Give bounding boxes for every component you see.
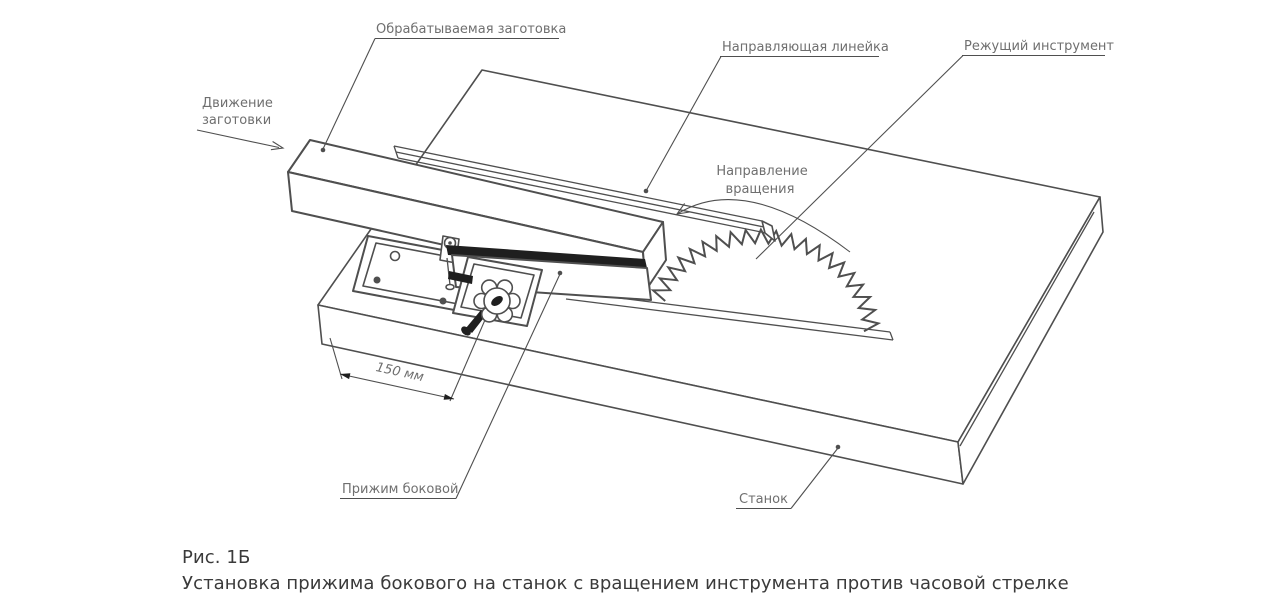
side-clamp-leader: [455, 273, 561, 499]
plate-hole: [389, 250, 401, 262]
saw-blade-teeth: [650, 227, 882, 333]
side-clamp-leader-dot: [557, 270, 563, 276]
table-front-right-face: [957, 196, 1104, 485]
pivot-link-cap: [445, 283, 455, 291]
slot-end-cap: [889, 331, 894, 341]
rotation-arc: [676, 199, 851, 253]
rotation-label-line1: Направление: [716, 164, 807, 179]
rail-mid-edge: [395, 151, 765, 228]
dimension-extension-line-right: [449, 305, 492, 402]
pivot-link: [446, 257, 451, 286]
feed-arrow-line: [196, 129, 280, 149]
machine-leader-dot: [835, 444, 841, 450]
slot-edge-bottom: [565, 298, 894, 341]
clamp-screw-tip: [461, 326, 471, 336]
plate-screw-dot-left: [373, 276, 381, 284]
knob-slot: [491, 296, 503, 306]
callout-labels: Обрабатываемая заготовка Направляющая ли…: [202, 22, 1114, 507]
feed-arrowhead: [270, 141, 285, 151]
guide-rail-leader: [645, 56, 722, 192]
rotation-arrowhead: [675, 203, 690, 215]
plate-screw-dot-right: [439, 297, 447, 305]
pivot-pin-center: [448, 241, 452, 245]
workpiece-leader-dot: [320, 147, 326, 153]
feed-direction-arrow: [196, 129, 285, 151]
guide-rail: [393, 145, 776, 242]
side-clamp: [352, 235, 652, 336]
machine-label: Станок: [739, 492, 788, 507]
feed-label-line1: Движение: [202, 96, 273, 111]
clamp-screw-rod: [448, 271, 473, 284]
star-knob: [473, 279, 521, 323]
workpiece-leader: [322, 38, 376, 150]
machine-leader: [790, 447, 839, 509]
cutting-tool-leader: [755, 55, 964, 260]
rail-top-edge: [393, 145, 763, 222]
cutting-tool-label: Режущий инструмент: [964, 39, 1114, 54]
clamp-screw-shaft: [466, 310, 486, 333]
side-clamp-label: Прижим боковой: [342, 482, 458, 497]
rail-bottom-edge: [397, 157, 767, 234]
guide-rail-leader-dot: [643, 188, 649, 194]
feed-label-line2: заготовки: [202, 113, 271, 128]
callout-leaders: [320, 37, 1105, 510]
table-edge-chamfer-line: [959, 211, 1095, 447]
figure-caption: Рис. 1Б Установка прижима бокового на ст…: [182, 547, 1069, 594]
guide-rail-label: Направляющая линейка: [722, 40, 889, 55]
lever-arm-top-strip: [446, 245, 647, 268]
dimension-line: [339, 373, 455, 400]
dimension-extension-line-left: [329, 337, 343, 380]
rotation-direction-arc-arrow: [675, 199, 851, 253]
rotation-label-line2: вращения: [726, 182, 795, 197]
rail-left-cap: [393, 145, 399, 159]
caption-text: Установка прижима бокового на станок с в…: [182, 573, 1069, 594]
caption-figure-number: Рис. 1Б: [182, 547, 250, 568]
machine-table: [317, 69, 1104, 485]
workpiece-label: Обрабатываемая заготовка: [376, 22, 566, 37]
